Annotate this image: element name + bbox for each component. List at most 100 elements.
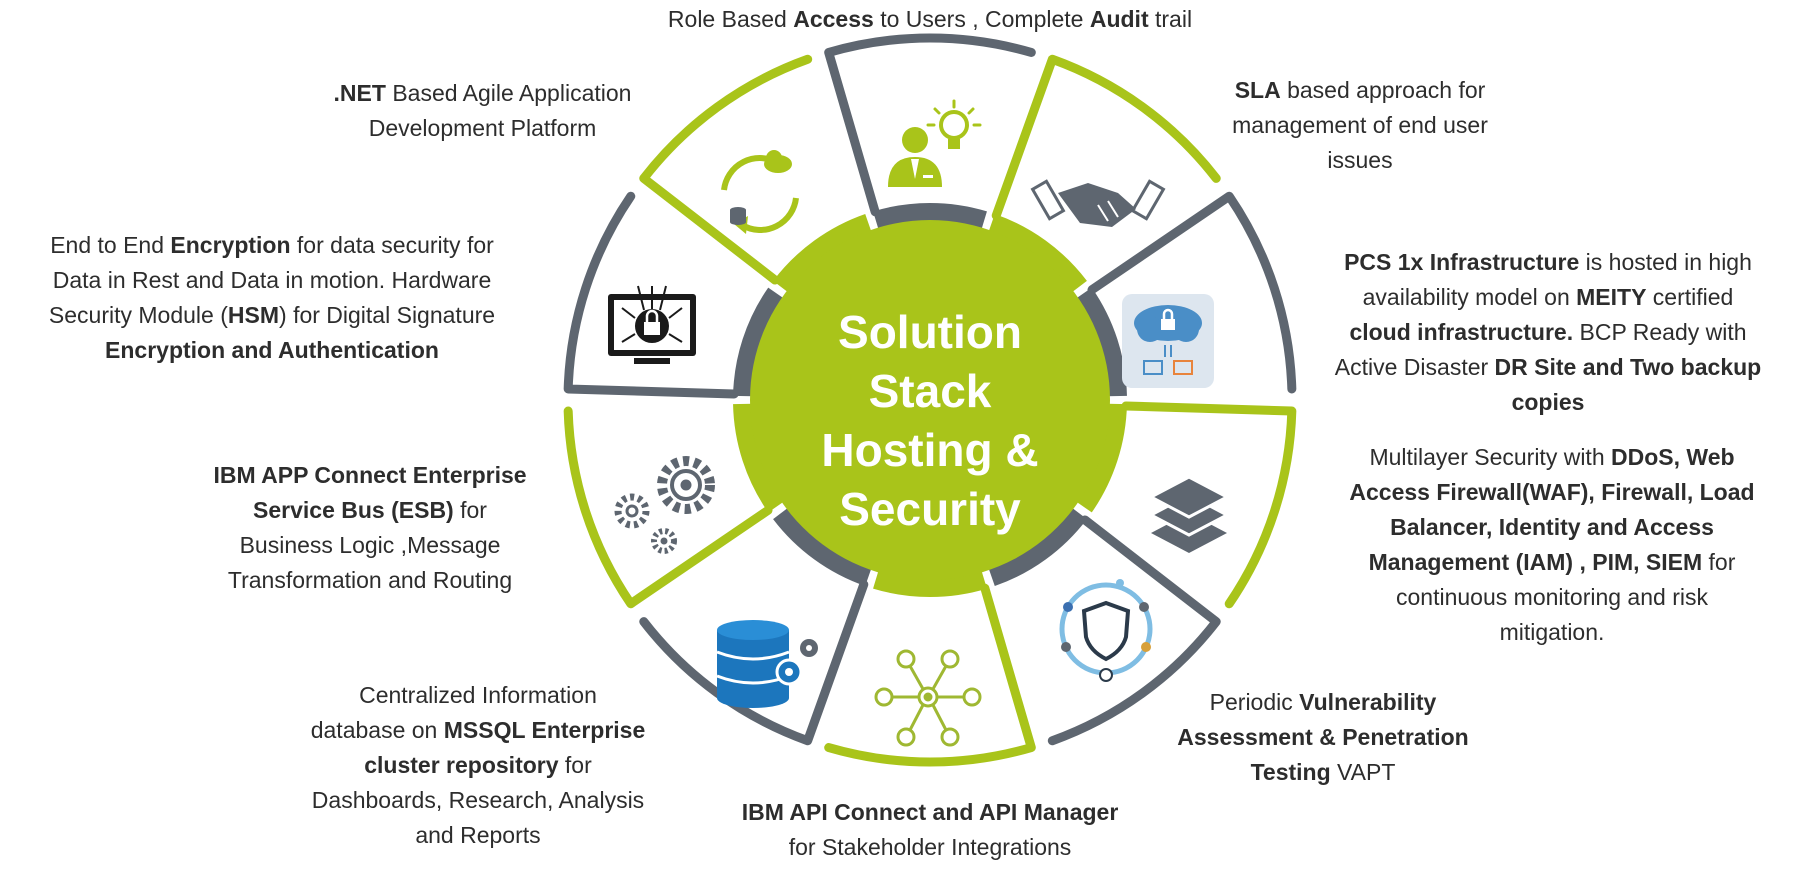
segment-ring: [563, 33, 1297, 767]
ring-segment-vapt: [1047, 515, 1221, 746]
label-text: database on: [310, 717, 444, 743]
label-line: Assessment & Penetration: [1150, 720, 1496, 755]
label-line: Management (IAM) , PIM, SIEM for: [1312, 545, 1792, 580]
label-bold-text: Testing: [1250, 759, 1331, 785]
label-text: mitigation.: [1499, 619, 1605, 645]
inner-band-esb: [733, 403, 785, 513]
label-bold-text: MSSQL Enterprise: [443, 717, 646, 743]
inner-band-multilayer: [1075, 403, 1127, 513]
center-circle: [750, 220, 1110, 580]
label-text: to Users , Complete: [873, 6, 1090, 32]
label-bold-text: Encryption and Authentication: [105, 337, 439, 363]
inner-band-infrastructure: [1075, 287, 1127, 397]
label-line: IBM API Connect and API Manager: [680, 795, 1180, 830]
label-text: Based Agile Application: [385, 80, 632, 106]
label-line: SLA based approach for: [1180, 73, 1540, 108]
label-text: trail: [1148, 6, 1193, 32]
handshake-icon: [1030, 179, 1166, 227]
center-title-line: Stack: [868, 365, 992, 417]
ring-segment-encryption: [563, 191, 739, 399]
label-line: Multilayer Security with DDoS, Web: [1312, 440, 1792, 475]
label-line: Security Module (HSM) for Digital Signat…: [4, 298, 540, 333]
label-bold-text: Access Firewall(WAF), Firewall, Load: [1349, 479, 1755, 505]
center-title-line: Hosting &: [821, 424, 1039, 476]
label-line: Dashboards, Research, Analysis: [268, 783, 688, 818]
label-bold-text: copies: [1511, 389, 1585, 415]
label-text: ) for Digital Signature: [279, 302, 496, 328]
label-line: Role Based Access to Users , Complete Au…: [610, 2, 1250, 37]
label-line: issues: [1180, 143, 1540, 178]
label-text: Transformation and Routing: [227, 567, 513, 593]
label-line: Encryption and Authentication: [4, 333, 540, 368]
gears-icon: [614, 456, 715, 554]
label-line: Development Platform: [305, 111, 660, 146]
label-text: for data security for: [290, 232, 494, 258]
label-bold-text: Audit: [1089, 6, 1149, 32]
label-line: Centralized Information: [268, 678, 688, 713]
label-text: for Stakeholder Integrations: [788, 834, 1072, 860]
label-line: continuous monitoring and risk: [1312, 580, 1792, 615]
label-text: is hosted in high: [1579, 249, 1752, 275]
label-line: Access Firewall(WAF), Firewall, Load: [1312, 475, 1792, 510]
label-text: for: [453, 497, 487, 523]
label-bold-text: Balancer, Identity and Access: [1390, 514, 1714, 540]
label-line: cluster repository for: [268, 748, 688, 783]
database-gear-icon: [716, 620, 818, 708]
label-line: Business Logic ,Message: [180, 528, 560, 563]
layers-icon: [1147, 475, 1231, 553]
label-api: IBM API Connect and API Manager for Stake…: [680, 795, 1180, 865]
label-sla: SLA based approach for management of end …: [1180, 73, 1540, 178]
label-line: database on MSSQL Enterprise: [268, 713, 688, 748]
label-text: certified: [1646, 284, 1734, 310]
label-line: cloud infrastructure. BCP Ready with: [1300, 315, 1796, 350]
label-text: based approach for: [1280, 77, 1486, 103]
inner-band-access: [873, 203, 987, 231]
label-line: .NET Based Agile Application: [305, 76, 660, 111]
label-bold-text: DR Site and Two backup: [1494, 354, 1762, 380]
label-bold-text: SLA: [1234, 77, 1281, 103]
label-line: management of end user: [1180, 108, 1540, 143]
label-text: management of end user: [1232, 112, 1488, 138]
label-text: VAPT: [1330, 759, 1396, 785]
center-title: Solution Stack Hosting & Security: [795, 303, 1065, 539]
label-text: Security Module (: [48, 302, 228, 328]
label-line: Data in Rest and Data in motion. Hardwar…: [4, 263, 540, 298]
inner-band-api: [873, 569, 987, 597]
inner-band-database: [773, 506, 872, 587]
user-lightbulb-icon: [888, 99, 982, 187]
label-text: End to End: [50, 232, 171, 258]
label-text: Development Platform: [368, 115, 597, 141]
label-text: Data in Rest and Data in motion. Hardwar…: [52, 267, 492, 293]
label-line: Balancer, Identity and Access: [1312, 510, 1792, 545]
label-line: Service Bus (ESB) for: [180, 493, 560, 528]
label-bold-text: IBM API Connect and API Manager: [741, 799, 1119, 825]
label-bold-text: Encryption: [170, 232, 291, 258]
inner-band-vapt: [988, 506, 1087, 587]
label-text: for: [558, 752, 592, 778]
label-line: availability model on MEITY certified: [1300, 280, 1796, 315]
label-text: BCP Ready with: [1573, 319, 1747, 345]
ring-segment-sla: [991, 54, 1221, 221]
cloud-lock-icon: [1122, 294, 1214, 388]
label-line: End to End Encryption for data security …: [4, 228, 540, 263]
label-bold-text: Access: [793, 6, 874, 32]
inner-band-dotnet: [773, 213, 872, 294]
label-bold-text: MEITY: [1576, 284, 1647, 310]
label-bold-text: cloud infrastructure.: [1349, 319, 1574, 345]
ring-segment-access: [824, 33, 1036, 217]
inner-band-sla: [988, 213, 1087, 294]
label-line: IBM APP Connect Enterprise: [180, 458, 560, 493]
label-text: issues: [1327, 147, 1393, 173]
api-hub-icon: [874, 649, 982, 747]
center-title-line: Solution: [838, 306, 1022, 358]
label-text: Periodic: [1209, 689, 1300, 715]
cloud-sync-icon: [721, 150, 799, 234]
label-line: and Reports: [268, 818, 688, 853]
label-line: Periodic Vulnerability: [1150, 685, 1496, 720]
label-line: Testing VAPT: [1150, 755, 1496, 790]
label-text: availability model on: [1362, 284, 1577, 310]
